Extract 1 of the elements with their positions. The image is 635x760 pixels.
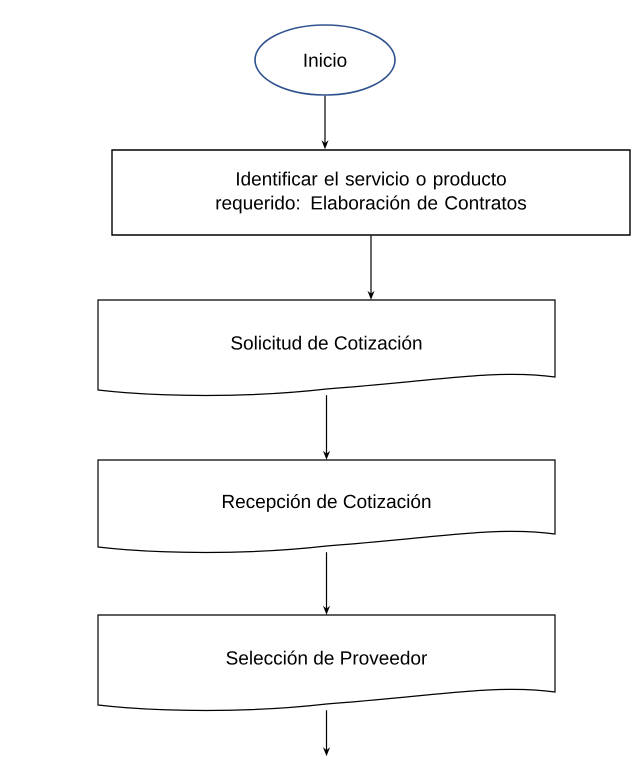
- process-box: Identificar el servicio o producto requerido: Elaboración de Contratos: [111, 149, 631, 236]
